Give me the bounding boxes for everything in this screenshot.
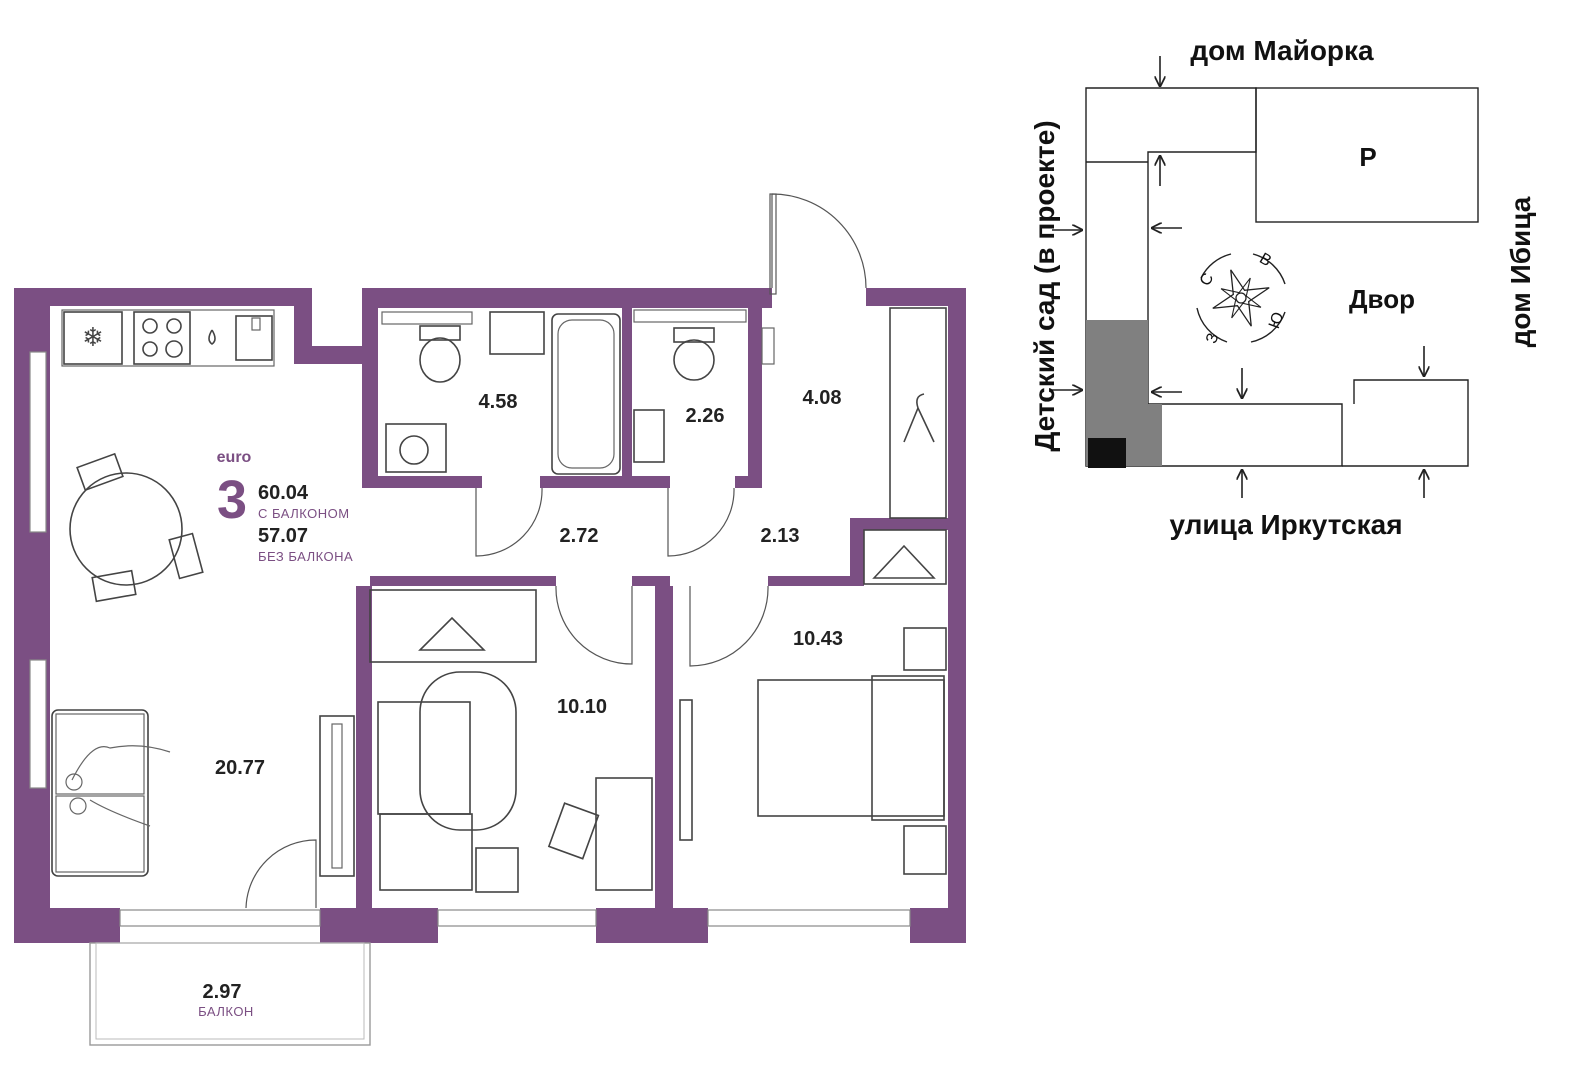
area-corridor-1: 2.72 bbox=[560, 525, 599, 547]
bathroom-1-fixtures bbox=[381, 311, 621, 475]
area-without-balcony: 57.07 bbox=[258, 525, 308, 547]
area-bathroom-1: 4.58 bbox=[479, 391, 518, 413]
room-areas: 4.58 2.26 4.08 2.72 2.13 10.43 10.10 20.… bbox=[198, 387, 843, 1019]
area-entry-hall: 4.08 bbox=[803, 387, 842, 409]
rooms-count: 3 bbox=[217, 470, 247, 530]
area-living-room: 20.77 bbox=[215, 757, 265, 779]
map-arrows bbox=[1052, 56, 1424, 498]
type-label: euro bbox=[217, 449, 252, 466]
compass-south: Ю bbox=[1266, 310, 1288, 331]
hallway-wardrobe bbox=[889, 307, 947, 519]
doors bbox=[245, 193, 867, 909]
kitchen-unit: ❄ bbox=[61, 309, 275, 367]
area-bedroom-1: 10.10 bbox=[557, 696, 607, 718]
without-balcony-label: БЕЗ БАЛКОНА bbox=[258, 549, 353, 564]
windows bbox=[29, 351, 911, 927]
compass-north: С bbox=[1197, 270, 1218, 289]
dining-table bbox=[69, 452, 204, 603]
compass: С В Ю З bbox=[1196, 250, 1288, 346]
bedroom-1-furniture bbox=[377, 671, 653, 893]
map-label-north: дом Майорка bbox=[1190, 35, 1374, 66]
map-label-parking: Р bbox=[1359, 142, 1376, 172]
balcony-label: БАЛКОН bbox=[198, 1004, 254, 1019]
sofa bbox=[51, 709, 171, 877]
map-label-west: Детский сад (в проекте) bbox=[1029, 120, 1060, 451]
map-label-east: дом Ибица bbox=[1505, 196, 1536, 347]
site-map: С В Ю З дом Майорка улица Иркутская Детс… bbox=[1029, 35, 1536, 540]
area-bedroom-2: 10.43 bbox=[793, 628, 843, 650]
compass-east: В bbox=[1256, 250, 1274, 270]
walls bbox=[14, 288, 966, 943]
area-bathroom-2: 2.26 bbox=[686, 405, 725, 427]
area-with-balcony: 60.04 bbox=[258, 482, 309, 504]
bathroom-2-fixtures bbox=[633, 309, 775, 463]
bedroom-2-furniture bbox=[679, 627, 947, 875]
area-corridor-2: 2.13 bbox=[761, 525, 800, 547]
freezer-icon: ❄ bbox=[82, 322, 104, 352]
apartment-summary: euro 3 60.04 С БАЛКОНОМ 57.07 БЕЗ БАЛКОН… bbox=[217, 449, 353, 564]
map-label-yard: Двор bbox=[1349, 284, 1415, 314]
with-balcony-label: С БАЛКОНОМ bbox=[258, 506, 350, 521]
map-label-south: улица Иркутская bbox=[1169, 509, 1402, 540]
balcony bbox=[89, 942, 371, 1046]
tv-stand bbox=[319, 715, 355, 877]
wardrobe-bedroom-1 bbox=[369, 589, 537, 663]
wardrobe-bedroom-2 bbox=[863, 529, 947, 585]
section-marker bbox=[1088, 438, 1126, 468]
area-balcony: 2.97 bbox=[203, 981, 242, 1003]
